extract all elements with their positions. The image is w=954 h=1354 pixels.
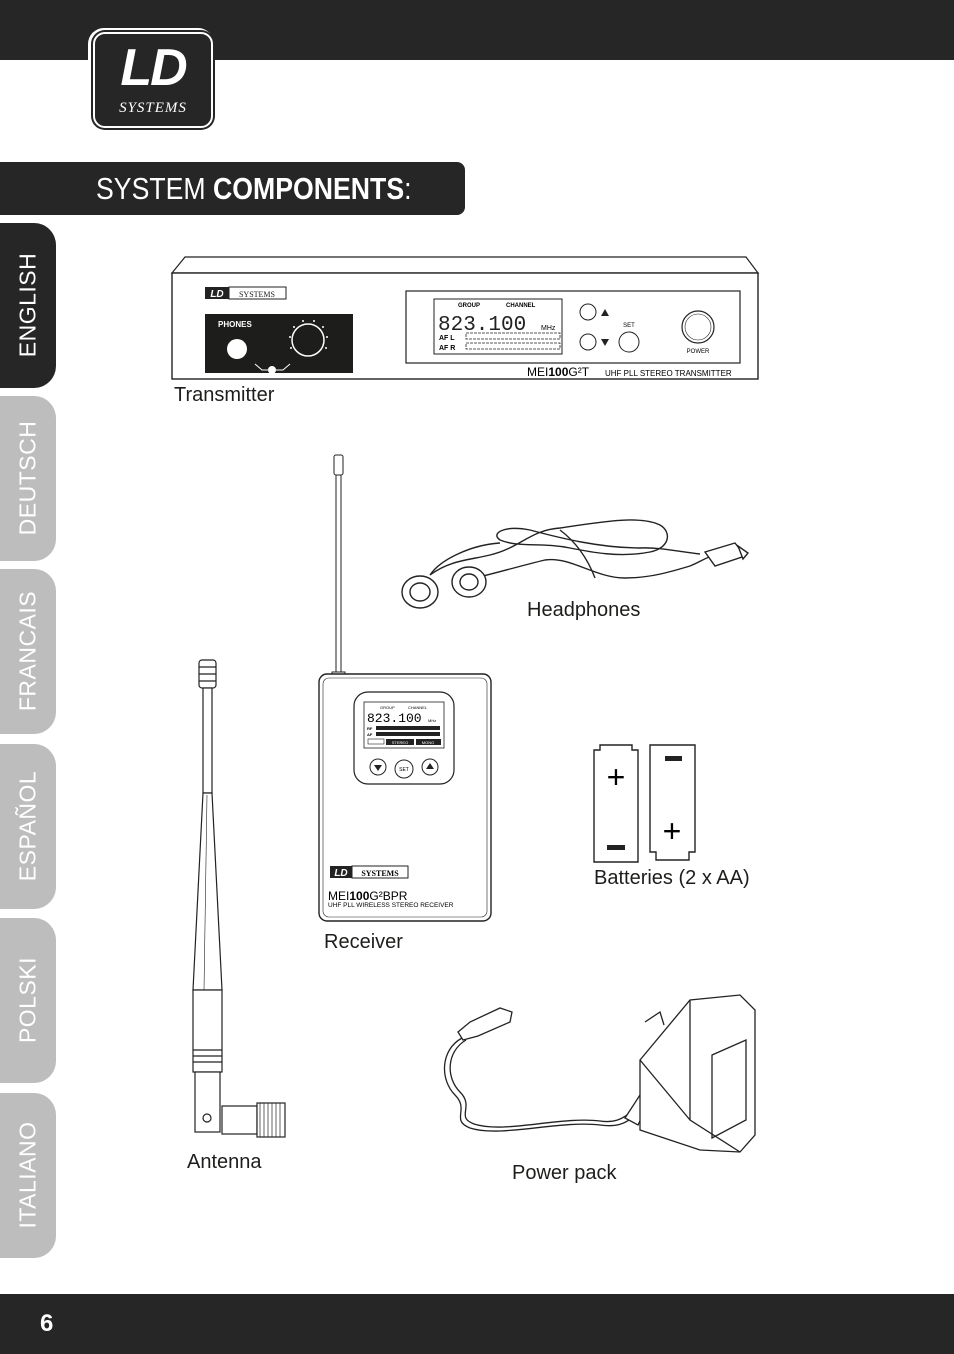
ld-systems-logo: LD SYSTEMS — [88, 28, 214, 128]
rx-mono: MONO — [422, 740, 434, 745]
rx-channel-label: CHANNEL — [408, 705, 428, 710]
rx-model: MEI100G²BPR — [328, 889, 408, 903]
tx-group-label: GROUP — [458, 303, 480, 309]
tx-phones-label: PHONES — [218, 320, 252, 329]
receiver-illustration: GROUP CHANNEL 823.100 MHz RF AF STEREO M… — [318, 454, 492, 922]
rx-af: AF — [367, 732, 373, 737]
logo-systems-text: SYSTEMS — [119, 100, 187, 116]
battery1-plus: + — [607, 759, 626, 795]
caption-power-pack: Power pack — [512, 1162, 617, 1184]
rx-rf: RF — [367, 726, 373, 731]
bottom-bar — [0, 1294, 954, 1354]
logo-ld-text: LD — [120, 39, 187, 97]
rx-brand-systems: SYSTEMS — [361, 869, 399, 878]
tx-brand-ld: LD — [210, 289, 223, 300]
section-title-band — [0, 162, 465, 215]
caption-batteries: Batteries (2 x AA) — [594, 867, 750, 889]
tab-italiano[interactable]: ITALIANO — [0, 1093, 56, 1258]
power-pack-illustration — [443, 994, 756, 1153]
tx-frequency: 823.100 — [438, 314, 526, 337]
transmitter-illustration: LD SYSTEMS PHONES GROUP CHANNEL 823.100 … — [170, 256, 760, 380]
tx-power-label: POWER — [687, 349, 710, 355]
antenna-illustration — [192, 659, 286, 1138]
caption-headphones: Headphones — [527, 599, 641, 621]
headphones-illustration — [401, 519, 750, 609]
rx-brand-ld: LD — [334, 868, 347, 879]
page-number: 6 — [40, 1310, 54, 1337]
tx-brand-systems: SYSTEMS — [239, 290, 275, 299]
tab-francais[interactable]: FRANCAIS — [0, 569, 56, 734]
tab-polski[interactable]: POLSKI — [0, 918, 56, 1083]
caption-transmitter: Transmitter — [174, 384, 275, 406]
tx-model-desc: UHF PLL STEREO TRANSMITTER — [605, 369, 732, 378]
rx-set-label: SET — [399, 767, 409, 773]
rx-model-desc: UHF PLL WIRELESS STEREO RECEIVER — [328, 902, 454, 909]
section-title: SYSTEM COMPONENTS: — [96, 171, 412, 206]
tab-english[interactable]: ENGLISH — [0, 223, 56, 388]
rx-frequency: 823.100 — [367, 711, 422, 726]
caption-receiver: Receiver — [324, 931, 403, 953]
tx-set-label: SET — [623, 323, 635, 329]
rx-group-label: GROUP — [380, 705, 395, 710]
caption-antenna: Antenna — [187, 1151, 262, 1173]
rx-stereo: STEREO — [392, 740, 408, 745]
tx-unit: MHz — [541, 325, 556, 332]
tx-af-r: AF R — [439, 345, 455, 352]
rx-unit: MHz — [428, 718, 436, 723]
batteries-illustration: + + — [593, 744, 696, 863]
tx-af-l: AF L — [439, 335, 455, 342]
battery2-plus: + — [663, 813, 682, 849]
tx-model: MEI100G²T — [527, 365, 590, 379]
tab-deutsch[interactable]: DEUTSCH — [0, 396, 56, 561]
tab-espanol[interactable]: ESPAÑOL — [0, 744, 56, 909]
tx-channel-label: CHANNEL — [506, 303, 536, 309]
